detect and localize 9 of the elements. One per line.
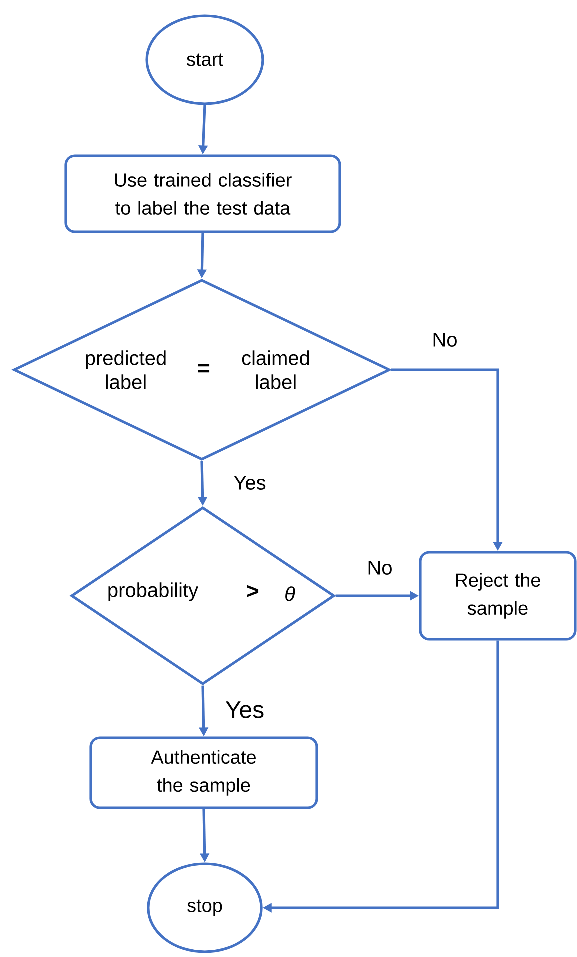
edge-label: No bbox=[431, 332, 459, 348]
end-oval: stop bbox=[147, 862, 263, 954]
process-box: Authenticate the sample bbox=[90, 736, 318, 810]
edge-label: No bbox=[366, 560, 394, 576]
process-box: Reject the sample bbox=[419, 551, 577, 641]
start-oval: start bbox=[146, 14, 264, 106]
edge-label: Yes bbox=[224, 700, 266, 720]
process-box: Use trained classifier to label the test data bbox=[64, 154, 342, 234]
edge-label: Yes bbox=[232, 475, 268, 491]
